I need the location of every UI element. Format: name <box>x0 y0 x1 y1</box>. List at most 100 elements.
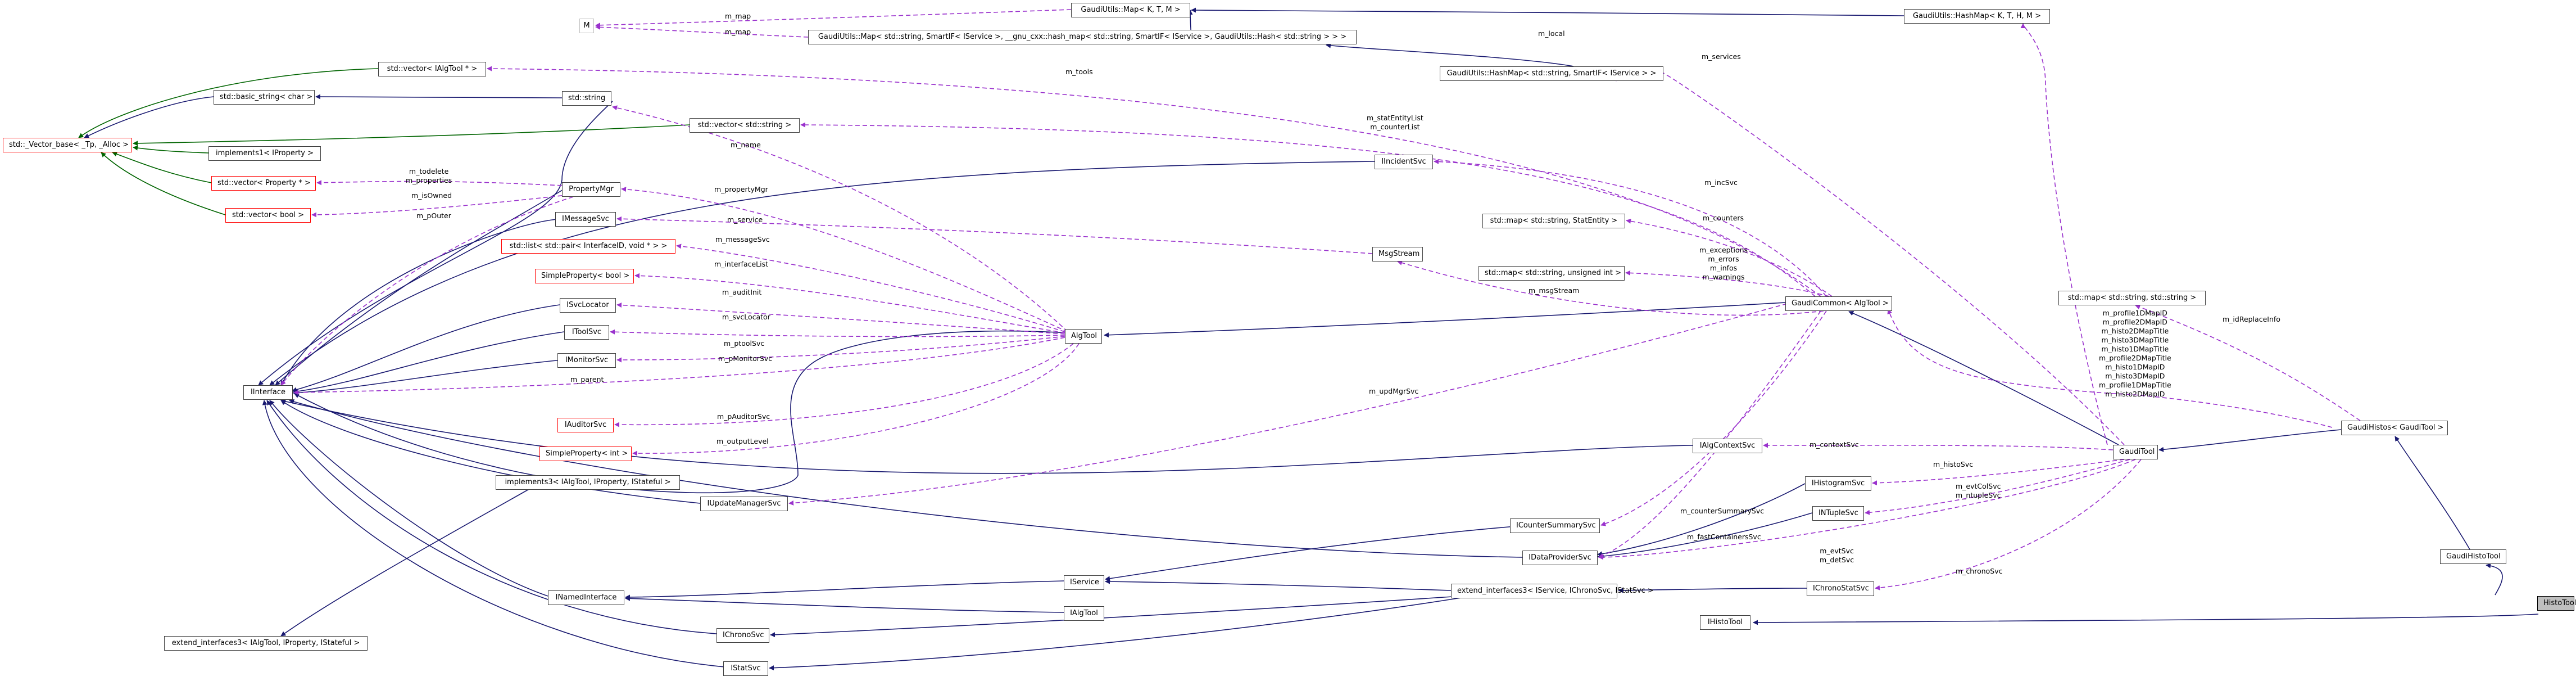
inheritance-edge <box>293 359 563 395</box>
label-line: m_histo3DMapTitle <box>2101 336 2169 344</box>
inheritance-edge <box>1618 588 1807 593</box>
node-iupdate-manager-svc[interactable]: IUpdateManagerSvc <box>700 497 788 511</box>
inheritance-edge <box>289 399 1523 558</box>
node-gaudi-tool[interactable]: GaudiTool <box>2113 445 2158 459</box>
label-line: m_histo3DMapID <box>2105 372 2165 380</box>
node-std-vector-bool[interactable]: std::vector< bool > <box>225 208 311 223</box>
node-ialg-tool[interactable]: IAlgTool <box>1064 606 1104 621</box>
node-implements-ialgtool[interactable]: implements3< IAlgTool, IProperty, IState… <box>496 475 680 490</box>
node-msg-stream[interactable]: MsgStream <box>1372 247 1423 261</box>
usage-edge <box>612 105 1068 332</box>
node-std-list-pair[interactable]: std::list< std::pair< InterfaceID, void … <box>501 239 675 254</box>
label-m-tools: m_tools <box>1065 67 1093 76</box>
usage-edge <box>1598 459 2136 560</box>
node-ihisto-tool[interactable]: IHistoTool <box>1700 615 1750 630</box>
node-gaudi-utils-hashmap[interactable]: GaudiUtils::HashMap< K, T, H, M > <box>1904 9 2050 24</box>
node-simple-property-int[interactable]: SimpleProperty< int > <box>539 447 632 461</box>
node-algtool[interactable]: AlgTool <box>1065 329 1102 344</box>
node-gaudi-histo-tool[interactable]: GaudiHistoTool <box>2440 549 2506 564</box>
label-line: m_infos <box>1709 264 1738 272</box>
node-itool-svc[interactable]: IToolSvc <box>564 325 609 340</box>
label-line: m_histo2DMapTitle <box>2101 327 2169 335</box>
label-line: m_warnings <box>1702 273 1745 281</box>
label-line: m_evtColSvc <box>1956 482 2001 490</box>
node-std-vector-base[interactable]: std::_Vector_base< _Tp, _Alloc > <box>3 138 132 152</box>
node-extend-interfaces-iservice[interactable]: extend_interfaces3< IService, IChronoSvc… <box>1451 584 1654 598</box>
label-m-message-svc: m_messageSvc <box>715 235 770 243</box>
label-m-p-monitor-svc: m_pMonitorSvc <box>718 354 773 363</box>
node-ihistogram-svc[interactable]: IHistogramSvc <box>1805 476 1871 491</box>
label-m-services: m_services <box>1702 52 1741 61</box>
node-gaudi-histos-gaudi-tool[interactable]: GaudiHistos< GaudiTool > <box>2341 421 2448 435</box>
inheritance-edge <box>2486 563 2503 596</box>
inheritance-edge <box>1105 525 1529 581</box>
node-imessage-svc[interactable]: IMessageSvc <box>555 212 616 227</box>
node-histo-tool[interactable]: HistoTool <box>2537 596 2576 611</box>
usage-edge <box>1625 270 1830 297</box>
usage-edge <box>616 302 1065 335</box>
node-std-basic-string[interactable]: std::basic_string< char > <box>214 90 315 105</box>
node-gaudi-utils-map-full[interactable]: GaudiUtils::Map< std::string, SmartIF< I… <box>808 30 1357 44</box>
node-extend-interfaces-ialgtool[interactable]: extend_interfaces3< IAlgTool, IProperty,… <box>164 636 368 651</box>
node-ichrono-svc[interactable]: IChronoSvc <box>716 628 769 643</box>
node-iservice[interactable]: IService <box>1064 575 1104 590</box>
usage-edge <box>2135 304 2361 421</box>
usage-edge <box>632 343 1080 456</box>
label-line: m_profile2DMapID <box>2102 318 2167 326</box>
usage-edge <box>1763 443 2114 450</box>
node-m[interactable]: M <box>579 19 594 33</box>
node-icounter-summary-svc[interactable]: ICounterSummarySvc <box>1510 518 1600 533</box>
label-m-svc-locator: m_svcLocator <box>722 313 770 321</box>
node-imonitor-svc[interactable]: IMonitorSvc <box>557 353 616 368</box>
inheritance-edge <box>625 596 1065 613</box>
node-ialg-context-svc[interactable]: IAlgContextSvc <box>1693 439 1762 453</box>
node-iauditor-svc[interactable]: IAuditorSvc <box>557 418 614 432</box>
node-std-vector-ialgtool[interactable]: std::vector< IAlgTool * > <box>378 62 486 76</box>
node-gaudi-common-algtool[interactable]: GaudiCommon< AlgTool > <box>1785 296 1892 311</box>
node-gaudi-utils-hashmap-smartif[interactable]: GaudiUtils::HashMap< std::string, SmartI… <box>1440 66 1663 81</box>
usage-edge <box>788 303 1788 506</box>
node-std-vector-property[interactable]: std::vector< Property * > <box>211 176 316 191</box>
node-property-mgr[interactable]: PropertyMgr <box>562 182 620 197</box>
inheritance-edge <box>1105 579 1452 591</box>
label-line: m_counterList <box>1370 123 1420 131</box>
node-std-map-string-string[interactable]: std::map< std::string, std::string > <box>2058 291 2206 305</box>
node-implements1-iproperty[interactable]: implements1< IProperty > <box>208 146 321 161</box>
inheritance-edge <box>1597 512 1813 559</box>
node-intuple-svc[interactable]: INTupleSvc <box>1812 506 1864 521</box>
label-line: m_statEntityList <box>1367 114 1423 122</box>
node-istat-svc[interactable]: IStatSvc <box>723 661 768 676</box>
label-m-chrono-svc: m_chronoSvc <box>1956 567 2003 575</box>
node-std-vector-string[interactable]: std::vector< std::string > <box>690 118 800 133</box>
inheritance-edge <box>1191 7 1904 16</box>
usage-edge <box>280 196 574 386</box>
label-m-evt-col-svc: m_evtColSvc m_ntupleSvc <box>1956 482 2001 500</box>
label-m-p-auditor-svc: m_pAuditorSvc <box>717 412 770 421</box>
label-m-is-owned: m_isOwned <box>411 191 452 200</box>
usage-edge <box>1434 159 1827 297</box>
usage-edge <box>595 24 809 38</box>
node-std-map-unsigned-int[interactable]: std::map< std::string, unsigned int > <box>1479 266 1625 281</box>
node-inamed-interface[interactable]: INamedInterface <box>548 590 624 605</box>
node-gaudi-utils-map[interactable]: GaudiUtils::Map< K, T, M > <box>1071 3 1190 17</box>
usage-edge <box>1600 310 1827 526</box>
label-line: m_profile2DMapTitle <box>2099 354 2171 362</box>
node-iincident-svc[interactable]: IIncidentSvc <box>1375 155 1433 169</box>
node-isvc-locator[interactable]: ISvcLocator <box>560 298 616 313</box>
usage-edge <box>610 329 1065 337</box>
inheritance-edge <box>258 101 613 386</box>
label-m-audit-init: m_auditInit <box>722 288 762 296</box>
node-std-map-stat-entity[interactable]: std::map< std::string, StatEntity > <box>1482 214 1625 228</box>
node-std-string[interactable]: std::string <box>562 91 611 106</box>
node-iinterface[interactable]: IInterface <box>243 385 293 400</box>
label-line: m_evtSvc <box>1820 547 1854 555</box>
node-ichrono-stat-svc[interactable]: IChronoStatSvc <box>1807 581 1874 596</box>
inheritance-edge <box>1753 614 2539 625</box>
inheritance-edge <box>280 486 534 637</box>
node-idata-provider-svc[interactable]: IDataProviderSvc <box>1522 551 1598 565</box>
node-simple-property-bool[interactable]: SimpleProperty< bool > <box>535 269 634 283</box>
usage-edge <box>595 9 1072 28</box>
label-line: m_profile1DMapTitle <box>2099 381 2171 389</box>
